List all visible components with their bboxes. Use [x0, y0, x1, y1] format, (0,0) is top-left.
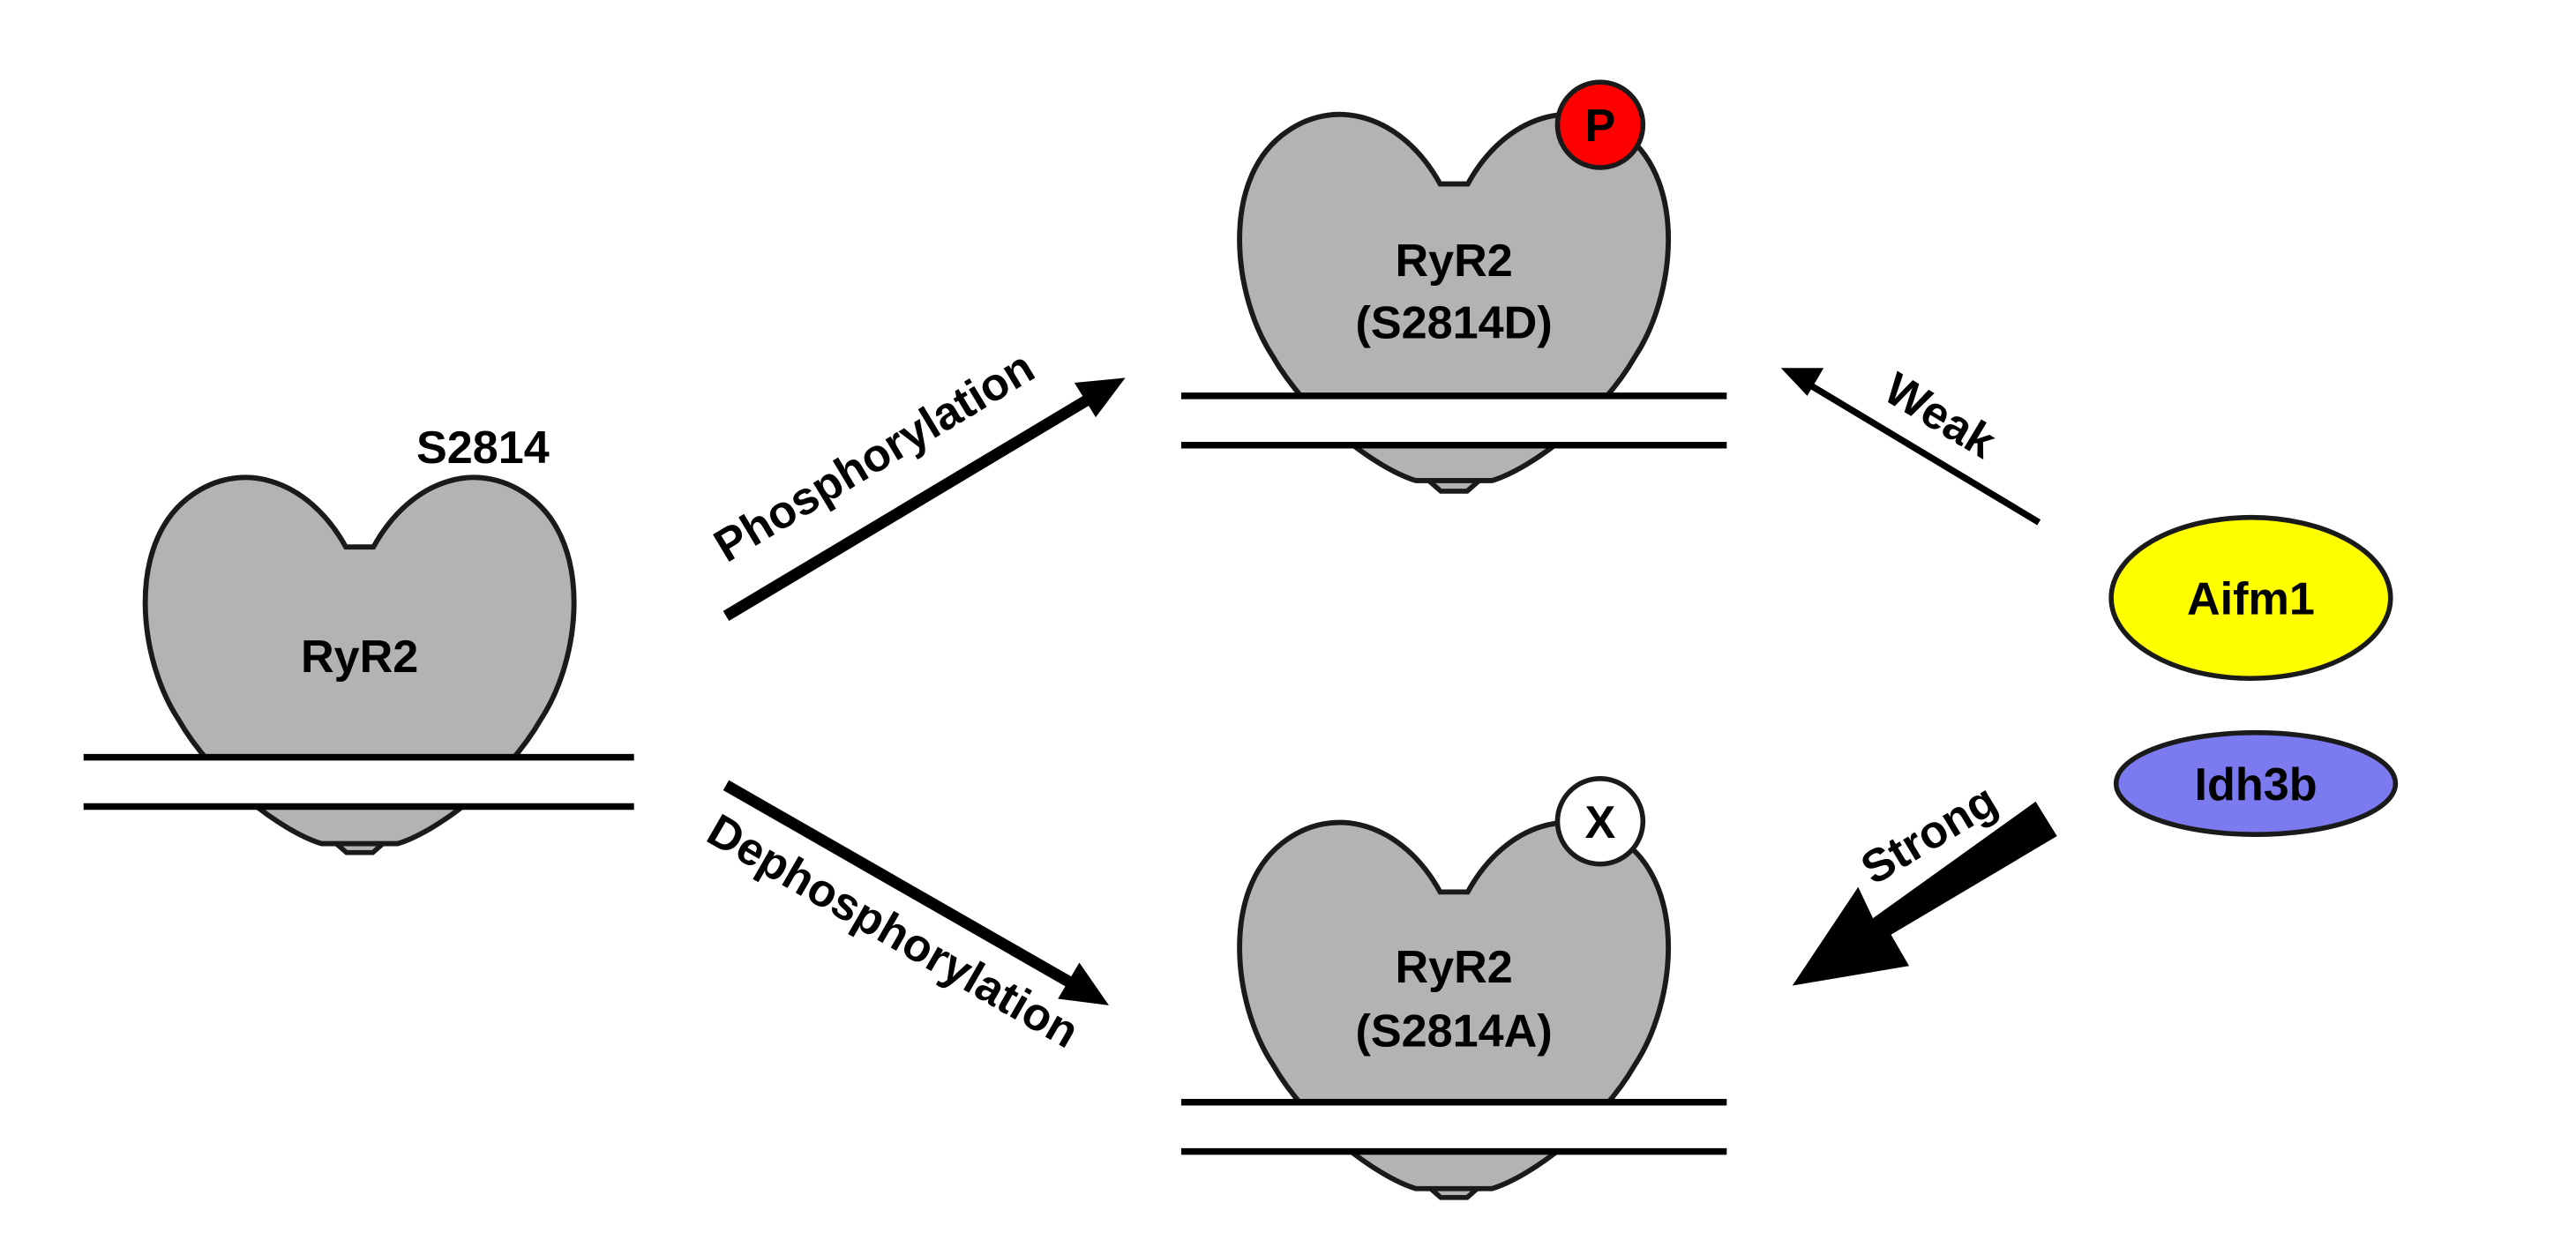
- top-ryr2-label: RyR2: [1395, 235, 1512, 287]
- top-ryr2-mutation-label: (S2814D): [1356, 298, 1553, 349]
- aifm1-ellipse: [2108, 514, 2393, 682]
- strong-arrow: Strong: [1792, 774, 2057, 986]
- left-membrane-gap: [83, 757, 634, 807]
- top-membrane-gap: [1180, 395, 1727, 445]
- weak-arrow-shaft: [1807, 381, 2041, 526]
- dephosphorylation-arrow-shaft: [723, 780, 1076, 990]
- idh3b-ellipse: [2113, 729, 2399, 837]
- left-ryr2-label: RyR2: [301, 631, 418, 683]
- mutation-badge-circle: [1554, 776, 1646, 867]
- bottom-membrane-gap: [1180, 1102, 1727, 1152]
- bottom-ryr2-mutation-label: (S2814A): [1356, 1005, 1553, 1057]
- idh3b-protein: Idh3b: [2113, 729, 2399, 837]
- strong-arrow-shape: [1792, 801, 2057, 986]
- phosphate-badge-label: P: [1584, 101, 1615, 152]
- bottom-ryr2-s2814a-channel: RyR2 (S2814A) X: [1180, 776, 1727, 1200]
- phosphate-badge-circle: [1554, 79, 1646, 170]
- idh3b-label: Idh3b: [2195, 759, 2318, 811]
- aifm1-protein: Aifm1: [2108, 514, 2393, 682]
- top-ryr2-s2814d-channel: RyR2 (S2814D) P: [1180, 79, 1727, 494]
- dephosphorylation-arrow-head: [1058, 962, 1109, 1005]
- mutation-badge: X: [1554, 776, 1646, 867]
- dephosphorylation-label: Dephosphorylation: [699, 804, 1087, 1058]
- phosphorylation-arrow-head: [1074, 377, 1126, 418]
- aifm1-label: Aifm1: [2187, 574, 2315, 625]
- s2814-site-label: S2814: [416, 422, 550, 474]
- weak-arrow: Weak: [1780, 363, 2041, 526]
- left-ryr2-channel: RyR2 S2814: [83, 422, 634, 855]
- phosphorylation-arrow-shaft: [723, 395, 1090, 622]
- dephosphorylation-arrow: Dephosphorylation: [699, 780, 1109, 1058]
- weak-label: Weak: [1876, 363, 2005, 469]
- mutation-badge-label: X: [1584, 797, 1615, 848]
- phosphorylation-arrow: Phosphorylation: [706, 341, 1126, 622]
- phosphate-badge: P: [1554, 79, 1646, 170]
- weak-arrow-head: [1780, 368, 1824, 396]
- bottom-ryr2-label: RyR2: [1395, 942, 1512, 993]
